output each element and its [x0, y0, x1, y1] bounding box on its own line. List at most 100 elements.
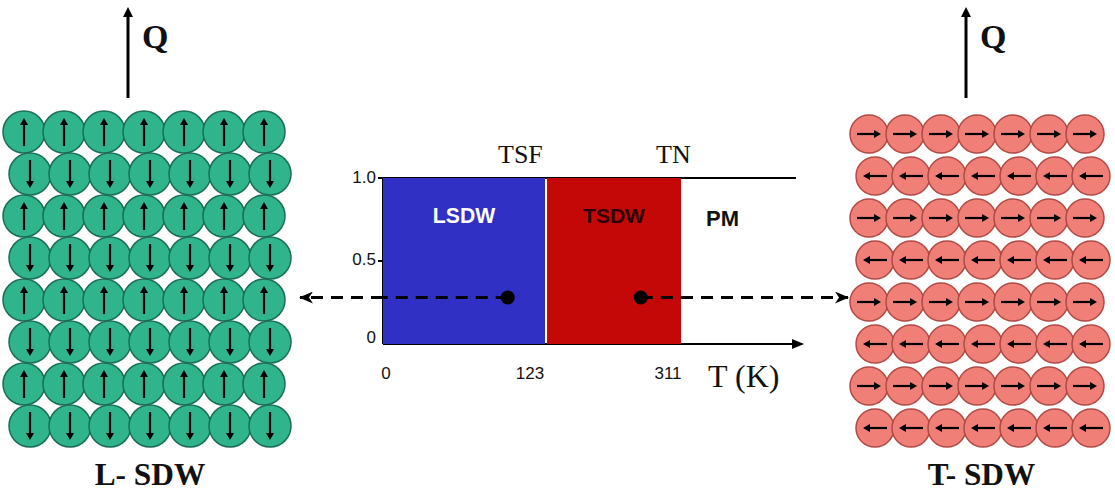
- atom: [123, 195, 165, 237]
- atom: [892, 157, 930, 195]
- spin-arrowhead: [100, 118, 108, 125]
- atom: [1030, 115, 1068, 153]
- atom: [886, 199, 924, 237]
- atom: [1066, 367, 1104, 405]
- spin-arrow: [269, 412, 271, 436]
- atom: [89, 321, 131, 363]
- atom: [856, 409, 894, 447]
- atom: [928, 325, 966, 363]
- spin-arrowhead: [1079, 424, 1086, 432]
- atom: [886, 115, 924, 153]
- spin-arrowhead: [20, 202, 28, 209]
- atom: [49, 237, 91, 279]
- spin-arrowhead: [1090, 298, 1097, 306]
- atom: [203, 111, 245, 153]
- spin-arrow: [149, 328, 151, 352]
- spin-arrowhead: [220, 286, 228, 293]
- spin-arrowhead: [106, 181, 114, 188]
- spin-arrow: [69, 412, 71, 436]
- spin-arrow: [269, 160, 271, 184]
- spin-arrowhead: [186, 433, 194, 440]
- spin-arrow: [109, 412, 111, 436]
- atom: [243, 195, 285, 237]
- atom: [123, 111, 165, 153]
- vector-label: Q: [142, 18, 168, 56]
- atom: [3, 363, 45, 405]
- spin-arrowhead: [146, 181, 154, 188]
- atom: [964, 325, 1002, 363]
- atom: [83, 363, 125, 405]
- atom: [209, 405, 251, 447]
- spin-arrowhead: [1007, 424, 1014, 432]
- spin-arrow: [189, 328, 191, 352]
- spin-arrowhead: [180, 286, 188, 293]
- spin-arrow: [189, 160, 191, 184]
- spin-arrowhead: [946, 214, 953, 222]
- spin-arrowhead: [863, 172, 870, 180]
- atom: [9, 153, 51, 195]
- spin-arrow: [23, 290, 25, 314]
- spin-arrowhead: [146, 349, 154, 356]
- atom: [922, 367, 960, 405]
- spin-arrowhead: [140, 286, 148, 293]
- atom: [1030, 283, 1068, 321]
- atom: [163, 279, 205, 321]
- atom: [9, 321, 51, 363]
- spin-arrowhead: [1054, 382, 1061, 390]
- spin-arrowhead: [1007, 256, 1014, 264]
- atom: [994, 199, 1032, 237]
- spin-arrow: [23, 206, 25, 230]
- spin-arrow: [183, 374, 185, 398]
- spin-arrow: [29, 160, 31, 184]
- atom: [129, 237, 171, 279]
- spin-arrowhead: [935, 424, 942, 432]
- spin-arrowhead: [20, 118, 28, 125]
- spin-arrowhead: [260, 370, 268, 377]
- node-label: TSDW: [547, 204, 681, 228]
- axis-title: T (K): [708, 358, 779, 395]
- atom: [163, 363, 205, 405]
- circle-grid: [850, 115, 1110, 447]
- atom: [129, 405, 171, 447]
- spin-arrowhead: [982, 298, 989, 306]
- node-label: L- SDW: [0, 457, 300, 493]
- spin-arrowhead: [180, 202, 188, 209]
- spin-arrow: [103, 206, 105, 230]
- spin-arrowhead: [66, 433, 74, 440]
- spin-arrowhead: [186, 181, 194, 188]
- spin-arrow: [223, 374, 225, 398]
- dashed-arrow: [300, 296, 383, 299]
- spin-arrowhead: [1018, 298, 1025, 306]
- spin-arrowhead: [66, 265, 74, 272]
- spin-arrowhead: [260, 118, 268, 125]
- spin-arrowhead: [66, 181, 74, 188]
- spin-arrowhead: [60, 370, 68, 377]
- spin-arrowhead: [982, 214, 989, 222]
- atom: [1072, 325, 1110, 363]
- spin-arrow: [143, 206, 145, 230]
- spin-arrowhead: [260, 202, 268, 209]
- spin-arrowhead: [1054, 130, 1061, 138]
- spin-arrowhead: [226, 433, 234, 440]
- atom: [163, 111, 205, 153]
- spin-arrow: [189, 412, 191, 436]
- atom: [856, 325, 894, 363]
- spin-panel: T- SDW: [848, 115, 1115, 493]
- spin-arrowhead: [1018, 382, 1025, 390]
- spin-arrow: [23, 122, 25, 146]
- spin-arrowhead: [1007, 340, 1014, 348]
- spin-arrow: [263, 206, 265, 230]
- atom: [43, 279, 85, 321]
- atom: [249, 405, 291, 447]
- atom: [83, 195, 125, 237]
- atom: [958, 199, 996, 237]
- atom: [1036, 241, 1074, 279]
- spin-arrowhead: [1079, 172, 1086, 180]
- atom: [856, 157, 894, 195]
- spin-arrowhead: [899, 172, 906, 180]
- spin-arrowhead: [146, 433, 154, 440]
- spin-arrowhead: [1090, 130, 1097, 138]
- spin-arrow: [103, 122, 105, 146]
- spin-arrowhead: [1090, 214, 1097, 222]
- spin-arrowhead: [982, 382, 989, 390]
